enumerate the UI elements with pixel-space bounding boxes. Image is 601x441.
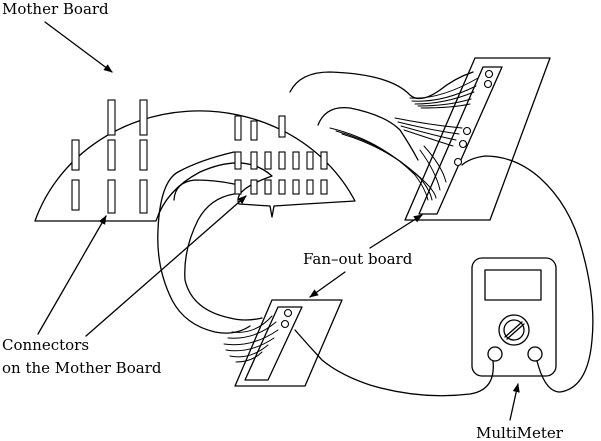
- label-mother-board: Mother Board: [2, 0, 109, 18]
- connector: [71, 139, 80, 171]
- connector: [250, 151, 258, 170]
- multimeter-body: [471, 257, 557, 377]
- multimeter: [471, 257, 557, 377]
- multimeter-display: [484, 269, 542, 301]
- ribbon-cable-lower: [157, 151, 279, 363]
- connector: [250, 120, 258, 141]
- probe-lead-lower: [294, 329, 494, 397]
- arrow-mother-board: [44, 21, 113, 73]
- fan-out-board-upper: [404, 57, 551, 221]
- arrow-fan-out-board-lower: [309, 271, 346, 298]
- fan-out-board-lower: [234, 299, 343, 387]
- connector: [234, 115, 242, 141]
- fan-out-board-upper-outline: [404, 57, 551, 221]
- connector: [278, 179, 286, 195]
- fan-out-board-lower-outline: [234, 299, 343, 387]
- label-connectors-line2: on the Mother Board: [2, 359, 162, 377]
- connector: [139, 99, 148, 136]
- connector: [71, 179, 80, 211]
- connector: [306, 151, 314, 170]
- mother-board-connectors-left: [71, 99, 148, 214]
- connector: [250, 179, 258, 195]
- probe-lead-upper: [461, 155, 594, 393]
- test-point: [483, 79, 493, 89]
- connector: [306, 179, 314, 195]
- test-point: [280, 319, 290, 329]
- label-multimeter: MultiMeter: [476, 424, 564, 441]
- probe-leads: [294, 155, 594, 397]
- ribbon-cable-upper: [289, 71, 479, 201]
- connector: [234, 179, 242, 195]
- test-point: [462, 126, 472, 136]
- connector: [107, 139, 116, 171]
- connector: [264, 151, 272, 170]
- mother-board: [34, 99, 356, 222]
- connector: [264, 179, 272, 195]
- mother-board-outline: [34, 110, 356, 222]
- fan-out-board-lower-strip: [244, 306, 303, 381]
- connector: [320, 179, 328, 195]
- connector: [292, 151, 300, 170]
- connector: [139, 179, 148, 214]
- connector: [107, 99, 116, 136]
- mother-board-connectors-right: [234, 115, 328, 195]
- test-point: [484, 69, 494, 79]
- multimeter-probe-jack-left: [487, 346, 503, 362]
- test-point: [283, 308, 293, 318]
- connector: [292, 179, 300, 195]
- multimeter-probe-jack-right: [527, 346, 543, 362]
- fan-out-board-upper-strip: [418, 66, 503, 215]
- label-fan-out-board: Fan–out board: [303, 250, 413, 268]
- connector: [278, 151, 286, 170]
- multimeter-dial: [498, 314, 530, 346]
- connector: [278, 115, 286, 138]
- connector: [139, 139, 148, 171]
- label-connectors-line1: Connectors: [2, 336, 89, 354]
- connector: [234, 151, 242, 170]
- arrow-connectors-right: [85, 195, 247, 337]
- test-point: [453, 157, 463, 167]
- connector: [107, 179, 116, 214]
- arrow-connectors-left: [37, 215, 107, 335]
- arrow-multimeter: [509, 383, 520, 421]
- test-point: [458, 139, 468, 149]
- arrow-fan-out-board-upper: [369, 214, 423, 249]
- connector: [320, 151, 328, 170]
